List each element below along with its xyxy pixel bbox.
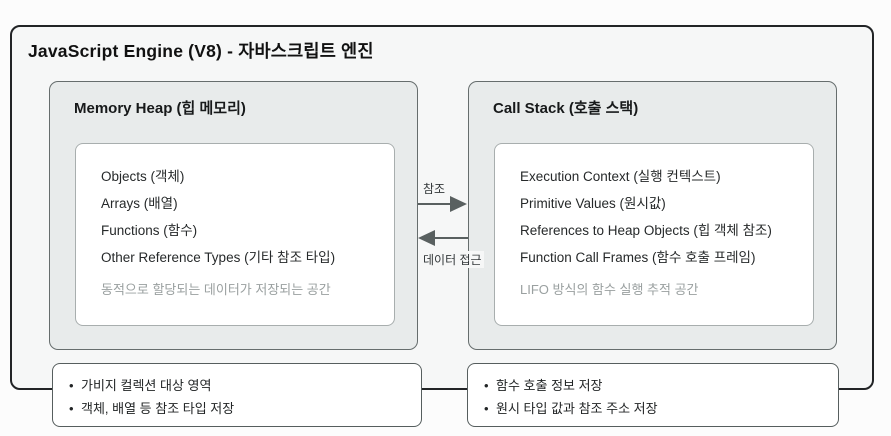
bullet-icon: • (484, 378, 489, 393)
memory-heap-notes-card: • 가비지 컬렉션 대상 영역 • 객체, 배열 등 참조 타입 저장 (52, 363, 422, 427)
call-stack-contents-box: Execution Context (실행 컨텍스트) Primitive Va… (494, 143, 814, 326)
stack-description-note: LIFO 방식의 함수 실행 추적 공간 (520, 282, 699, 297)
reference-arrow-label: 참조 (423, 182, 446, 196)
stack-note-row-call-info: • 함수 호출 정보 저장 (484, 374, 828, 397)
heap-note-row-ref-types: • 객체, 배열 등 참조 타입 저장 (69, 397, 411, 420)
stack-item-execution-context: Execution Context (실행 컨텍스트) (520, 169, 721, 184)
heap-note-ref-types-text: 객체, 배열 등 참조 타입 저장 (81, 401, 235, 416)
stack-item-primitive-values: Primitive Values (원시값) (520, 196, 666, 211)
stack-note-call-info-text: 함수 호출 정보 저장 (496, 378, 603, 393)
data-access-arrow-label: 데이터 접근 (421, 251, 484, 268)
heap-item-functions: Functions (함수) (101, 223, 198, 238)
data-access-arrow-line (434, 237, 468, 239)
bullet-icon: • (69, 378, 74, 393)
bullet-icon: • (69, 401, 74, 416)
call-stack-panel: Call Stack (호출 스택) Execution Context (실행… (468, 81, 837, 350)
heap-note-gc-text: 가비지 컬렉션 대상 영역 (81, 378, 212, 393)
heap-item-objects: Objects (객체) (101, 169, 185, 184)
stack-note-primitive-text: 원시 타입 값과 참조 주소 저장 (496, 401, 658, 416)
stack-item-call-frames: Function Call Frames (함수 호출 프레임) (520, 250, 756, 265)
heap-item-other-reference-types: Other Reference Types (기타 참조 타입) (101, 250, 336, 265)
bullet-icon: • (484, 401, 489, 416)
left-arrow-icon (418, 230, 435, 246)
right-arrow-icon (450, 196, 467, 212)
heap-description-note: 동적으로 할당되는 데이터가 저장되는 공간 (101, 282, 331, 297)
heap-note-row-gc: • 가비지 컬렉션 대상 영역 (69, 374, 411, 397)
call-stack-notes-card: • 함수 호출 정보 저장 • 원시 타입 값과 참조 주소 저장 (467, 363, 839, 427)
stack-item-heap-references: References to Heap Objects (힙 객체 참조) (520, 223, 772, 238)
memory-heap-title: Memory Heap (힙 메모리) (74, 100, 246, 117)
diagram-title: JavaScript Engine (V8) - 자바스크립트 엔진 (28, 41, 374, 61)
stack-note-row-primitive: • 원시 타입 값과 참조 주소 저장 (484, 397, 828, 420)
reference-arrow-line (418, 203, 452, 205)
memory-heap-contents-box: Objects (객체) Arrays (배열) Functions (함수) … (75, 143, 395, 326)
call-stack-title: Call Stack (호출 스택) (493, 100, 639, 117)
memory-heap-panel: Memory Heap (힙 메모리) Objects (객체) Arrays … (49, 81, 418, 350)
heap-item-arrays: Arrays (배열) (101, 196, 178, 211)
